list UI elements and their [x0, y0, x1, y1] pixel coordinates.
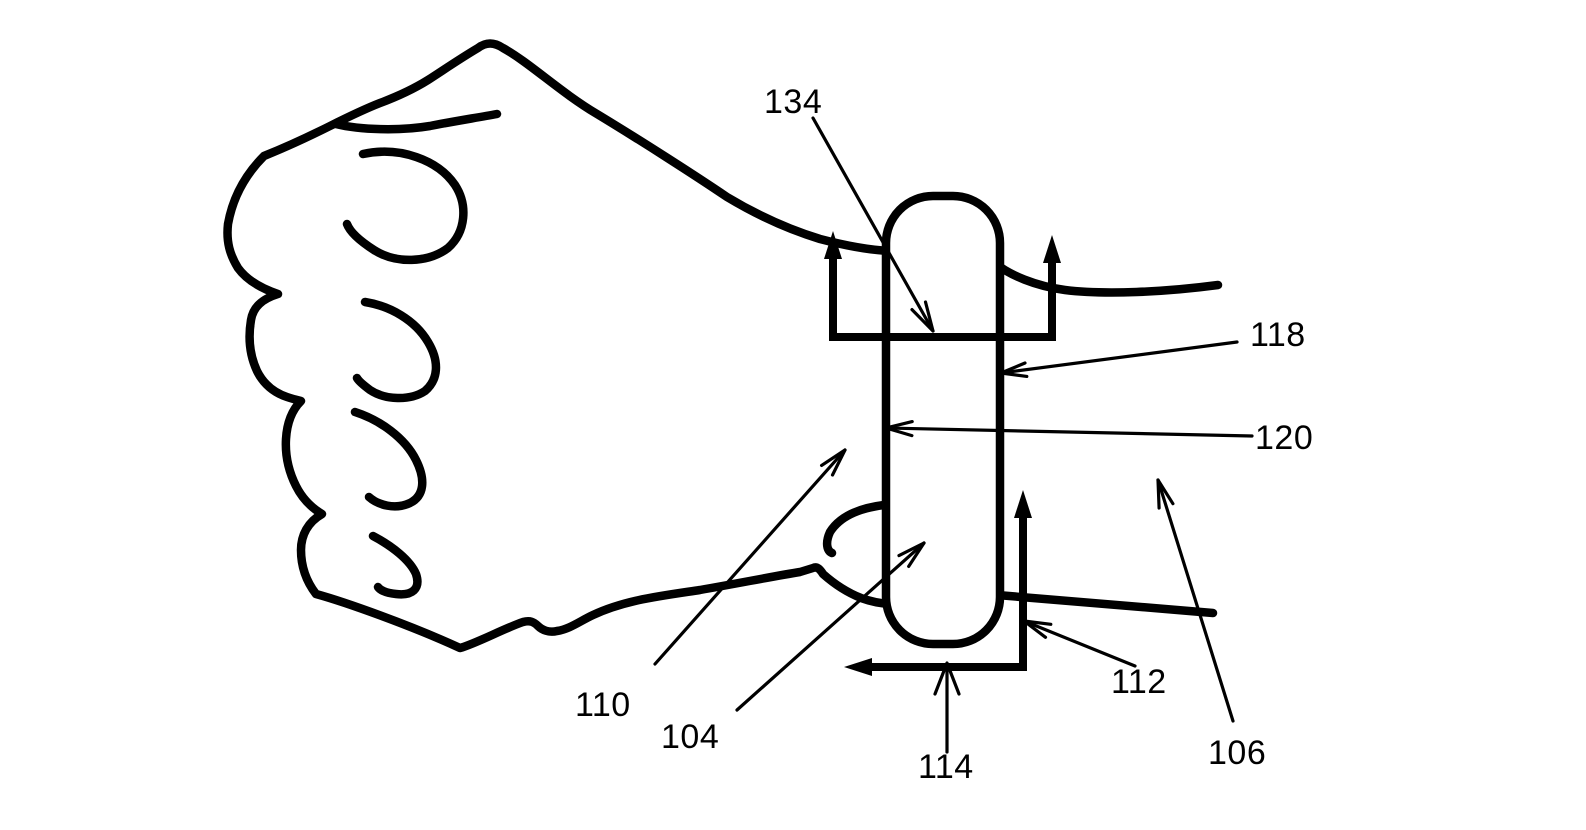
- leader-118-arrowhead: [999, 361, 1029, 378]
- finger-curl-2: [352, 297, 441, 403]
- ref-label-104: 104: [661, 718, 720, 756]
- bracket-top: [829, 258, 1056, 341]
- bracket-bottom: [866, 514, 1027, 671]
- finger-curl-4: [368, 531, 422, 599]
- ref-label-112: 112: [1111, 663, 1167, 701]
- fist-outline: [223, 39, 899, 653]
- up-arrowhead-bottom: [1014, 490, 1032, 518]
- finger-curl-1: [342, 147, 468, 265]
- leader-134: [811, 116, 935, 333]
- thumb-index-crease: [331, 109, 502, 134]
- up-arrowhead-left: [824, 231, 842, 259]
- left-arrowhead-bottom: [844, 658, 872, 676]
- finger-curl-3: [350, 407, 427, 511]
- leader-110: [653, 448, 847, 666]
- leader-114-arrowhead: [933, 661, 961, 696]
- leader-104-arrowhead: [897, 541, 926, 568]
- leader-134-arrowhead: [910, 300, 935, 333]
- wrist-line-top-right: [991, 259, 1223, 297]
- fist-group: [223, 39, 1223, 653]
- wrist-line-bottom-right: [992, 590, 1218, 618]
- ref-label-134: 134: [764, 83, 823, 121]
- wristband-device: [881, 191, 1005, 649]
- leader-118: [999, 340, 1239, 375]
- leader-110-arrowhead: [820, 448, 847, 477]
- ref-label-110: 110: [575, 686, 631, 724]
- thumb-fold: [822, 500, 889, 558]
- up-arrowhead-right: [1043, 235, 1061, 263]
- ref-label-114: 114: [918, 748, 974, 786]
- leader-112: [1022, 619, 1137, 668]
- solid-arrowheads: [824, 231, 1061, 676]
- leader-112-arrowhead: [1022, 619, 1053, 639]
- ref-label-118: 118: [1250, 316, 1306, 354]
- leader-lines: [653, 116, 1254, 754]
- leader-106: [1156, 478, 1235, 723]
- leader-120: [884, 426, 1254, 438]
- ref-label-120: 120: [1255, 419, 1314, 457]
- bracket-group: [829, 258, 1056, 671]
- ref-label-106: 106: [1208, 734, 1267, 772]
- leader-104: [735, 541, 926, 712]
- leader-120-arrowhead: [884, 420, 914, 438]
- leader-106-arrowhead: [1156, 478, 1175, 510]
